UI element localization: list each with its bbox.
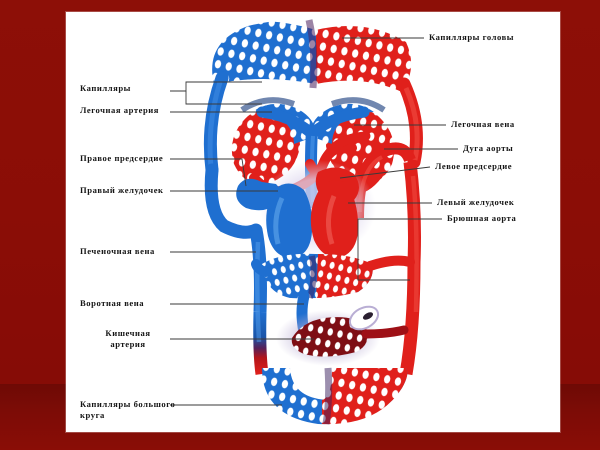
label-systemic-capillaries: Капилляры большого круга <box>80 399 176 420</box>
leader-abdominal-aorta <box>357 218 442 281</box>
label-hepatic-vein: Печеночная вена <box>80 246 155 256</box>
left-ventricle-shape <box>310 180 359 258</box>
abdominal-aorta <box>399 161 421 376</box>
leader-lines <box>170 37 458 406</box>
leader-left-atrium <box>339 166 431 179</box>
leader-capillaries-2 <box>185 91 262 105</box>
label-head-capillaries: Капилляры головы <box>429 32 515 42</box>
heart <box>236 160 376 258</box>
intestinal-capillary-bed <box>276 305 409 366</box>
head-capillary-bed <box>212 19 412 94</box>
superior-vena-cava <box>203 71 229 177</box>
label-abdominal-aorta: Брюшная аорта <box>447 213 517 223</box>
label-left-ventricle: Левый желудочек <box>437 197 515 207</box>
label-right-ventricle: Правый желудочек <box>80 185 164 195</box>
circulatory-system-diagram <box>170 19 458 425</box>
systemic-capillary-bed <box>262 367 408 425</box>
label-left-atrium: Левое предсердие <box>435 161 513 171</box>
leader-right-atrium <box>170 158 247 187</box>
label-intestinal-artery: Кишечная артерия <box>105 328 151 349</box>
leader-capillaries <box>170 81 262 92</box>
label-pulmonary-artery: Легочная артерия <box>80 105 159 115</box>
label-capillaries: Капилляры <box>80 83 131 93</box>
carotid-and-aorta-upper <box>397 77 423 169</box>
label-right-atrium: Правое предсердие <box>80 153 164 163</box>
label-pulmonary-vein: Легочная вена <box>451 119 515 129</box>
label-aortic-arch: Дуга аорты <box>463 143 514 153</box>
liver-capillary-bed <box>251 253 415 299</box>
right-ventricle-shape <box>266 183 313 258</box>
label-portal-vein: Воротная вена <box>80 298 145 308</box>
slide-panel: Капилляры Легочная артерия Правое предсе… <box>66 12 560 432</box>
